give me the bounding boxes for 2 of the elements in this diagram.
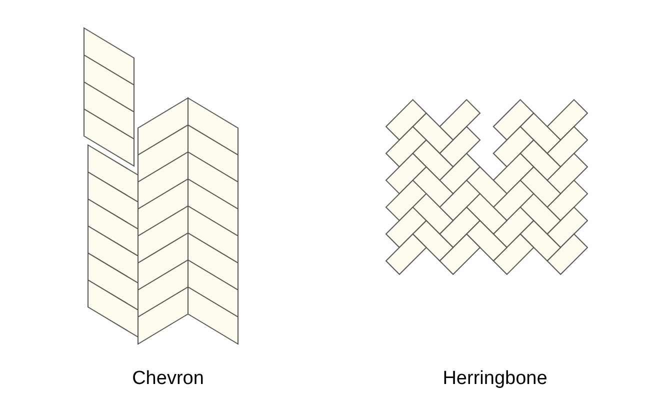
pattern-caption: Chevron bbox=[132, 368, 204, 390]
pattern-caption: Herringbone bbox=[442, 368, 548, 390]
